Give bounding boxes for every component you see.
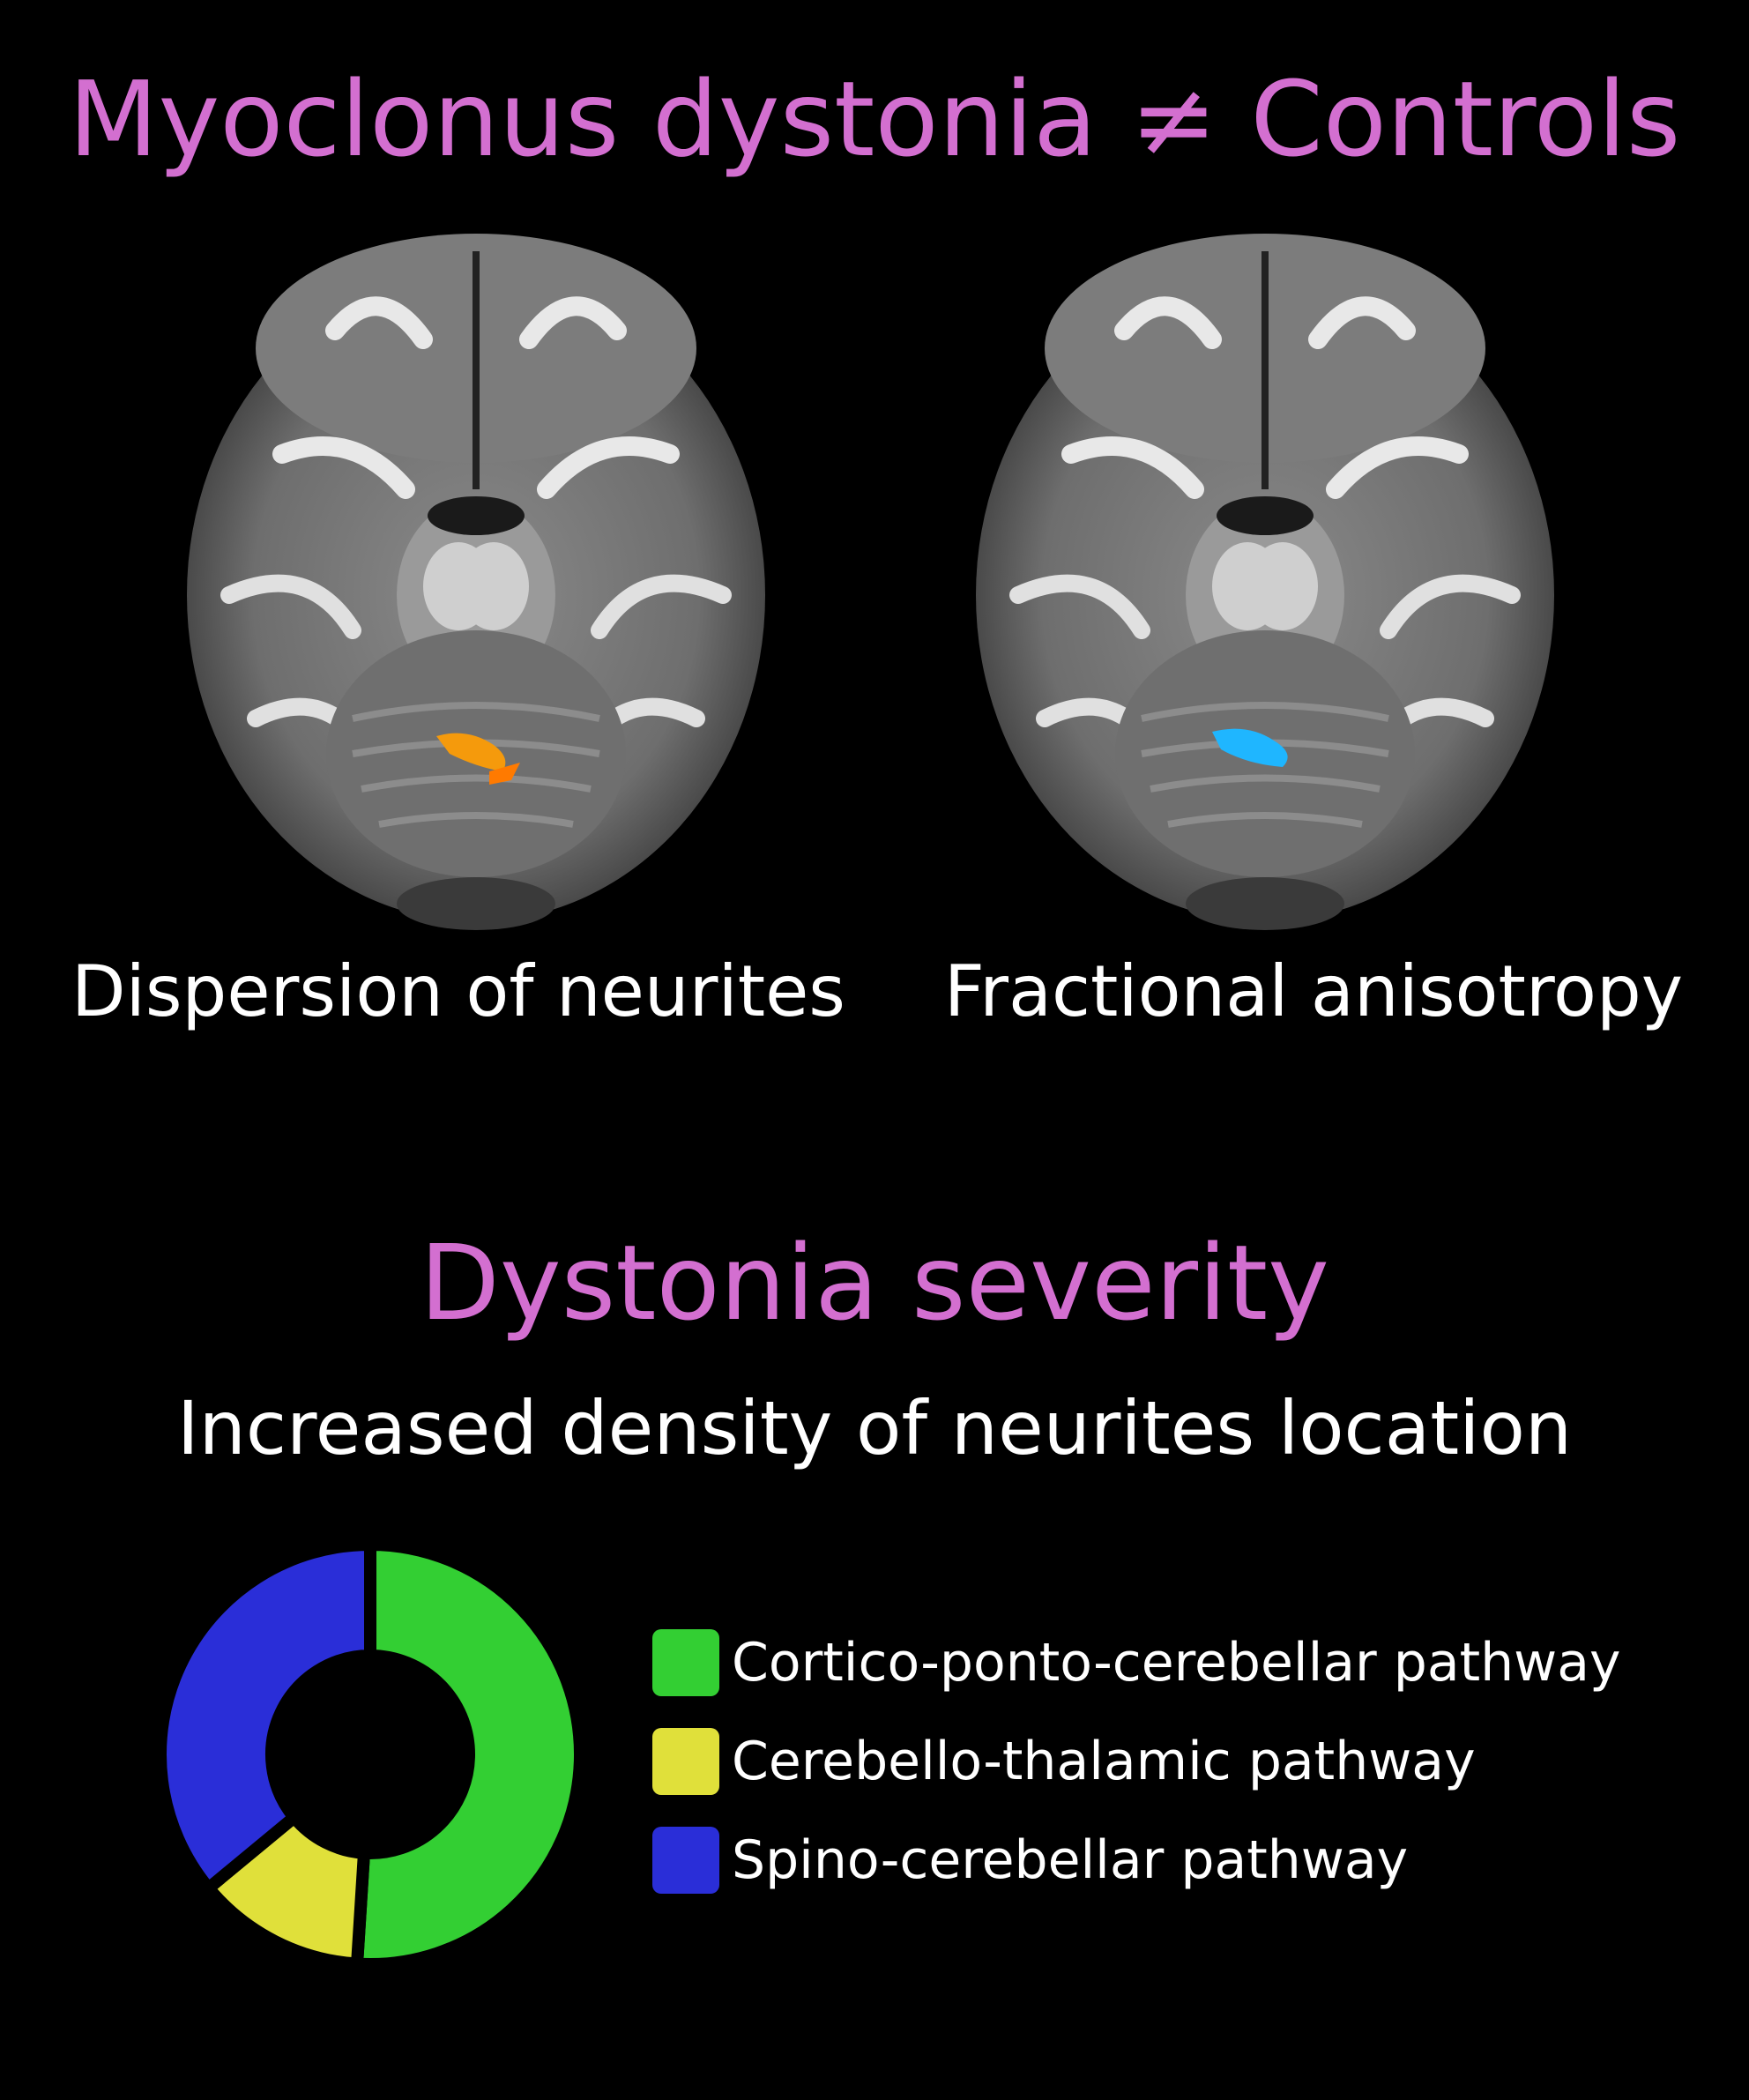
legend-swatch-spino: [652, 1827, 719, 1894]
legend-swatch-cerebello: [652, 1728, 719, 1795]
highlight-region-orange: [436, 733, 506, 771]
main-title: Myoclonus dystonia ≠ Controls: [68, 58, 1681, 180]
caption-dispersion: Dispersion of neurites: [71, 950, 845, 1032]
legend-label-cerebello: Cerebello-thalamic pathway: [732, 1731, 1476, 1792]
legend-label-spino: Spino-cerebellar pathway: [732, 1829, 1409, 1891]
section-title: Dystonia severity: [420, 1222, 1329, 1344]
donut-slice-cortico: [350, 1538, 586, 1970]
legend-swatch-cortico: [652, 1629, 719, 1696]
brain-image-anisotropy: [976, 234, 1554, 930]
section-subtitle: Increased density of neurites location: [176, 1385, 1573, 1471]
legend-label-cortico: Cortico-ponto-cerebellar pathway: [732, 1632, 1621, 1694]
highlight-region-blue: [1212, 728, 1288, 767]
donut-chart: [154, 1538, 586, 1970]
legend-item-spino: Spino-cerebellar pathway: [652, 1811, 1621, 1910]
legend-item-cortico: Cortico-ponto-cerebellar pathway: [652, 1613, 1621, 1712]
caption-anisotropy: Fractional anisotropy: [943, 950, 1684, 1032]
brain-image-dispersion: [187, 234, 765, 930]
legend-item-cerebello: Cerebello-thalamic pathway: [652, 1712, 1621, 1811]
donut-slice-spino: [154, 1538, 376, 1897]
chart-legend: Cortico-ponto-cerebellar pathway Cerebel…: [652, 1613, 1621, 1910]
